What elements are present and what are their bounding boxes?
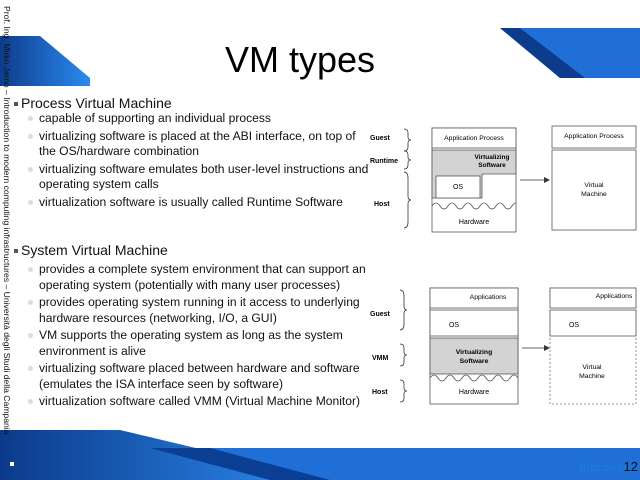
footer-brand: fppt.com (579, 462, 626, 474)
bullet-item: virtualizing software is placed at the A… (26, 129, 370, 160)
bullet-item: capable of supporting an individual proc… (26, 111, 370, 127)
system-vs-line2: Software (460, 358, 489, 365)
bullet-item: virtualization software is usually calle… (26, 195, 370, 211)
system-vm-line1: Virtual (582, 364, 602, 371)
label-guest: Guest (370, 135, 391, 142)
process-app-label: Application Process (444, 135, 504, 142)
label-host: Host (374, 201, 390, 208)
process-right-app-box (551, 125, 637, 149)
section-heading-process-vm: Process Virtual Machine (21, 95, 172, 111)
label-guest: Guest (370, 311, 391, 318)
label-vmm: VMM (372, 355, 389, 362)
slide-title: VM types (224, 39, 376, 80)
sidebar-author-credit: Prof. Ing. Mirko Jemo – Introduction to … (2, 6, 12, 435)
process-os-box (435, 175, 481, 199)
label-host: Host (372, 389, 388, 396)
process-vm-line1: Virtual (584, 182, 604, 189)
system-apps-label: Applications (470, 294, 507, 301)
process-right-app-label: Application Process (564, 133, 624, 140)
bullet-item: virtualizing software emulates both user… (26, 162, 370, 193)
bottom-band-dark (150, 448, 330, 480)
page-number: 12 (623, 459, 638, 474)
process-vm-diagram: Guest Runtime Host Application Process V… (368, 120, 640, 240)
footer-marker (10, 462, 14, 466)
top-left-wedge (0, 36, 90, 86)
process-vm-line2: Machine (581, 191, 607, 198)
bullet-item: virtualizing software placed between har… (26, 361, 366, 392)
bullet-item: provides operating system running in it … (26, 295, 366, 326)
section-system-vm: System Virtual Machine (14, 242, 168, 259)
process-hw-label: Hardware (459, 219, 489, 226)
square-bullet-icon (14, 101, 18, 106)
system-vs-line1: Virtualizing (456, 349, 493, 356)
arrow-icon (544, 177, 550, 183)
process-right-vm-box (551, 149, 637, 231)
process-vs-line1: Virtualizing (475, 154, 510, 161)
section-process-vm: Process Virtual Machine (14, 95, 172, 112)
system-hw-label: Hardware (459, 389, 489, 396)
system-os-label: OS (449, 322, 459, 329)
bullet-item: VM supports the operating system as long… (26, 328, 366, 359)
system-right-os-label: OS (569, 322, 579, 329)
label-runtime: Runtime (370, 158, 398, 165)
bullet-list-process-vm: capable of supporting an individual proc… (26, 111, 370, 212)
process-os-label: OS (453, 184, 463, 191)
square-bullet-icon (14, 248, 18, 253)
bullet-list-system-vm: provides a complete system environment t… (26, 262, 366, 412)
bullet-item: virtualization software called VMM (Virt… (26, 394, 366, 410)
section-heading-system-vm: System Virtual Machine (21, 242, 168, 258)
top-right-band-dark (500, 28, 585, 78)
system-virtualizing-software (429, 337, 519, 375)
system-vm-diagram: Guest VMM Host Applications OS Virtualiz… (368, 282, 640, 410)
system-vm-line2: Machine (579, 373, 605, 380)
arrow-icon (544, 345, 550, 351)
system-right-apps-label: Applications (596, 293, 633, 300)
process-vs-line2: Software (478, 162, 506, 169)
bullet-item: provides a complete system environment t… (26, 262, 366, 293)
